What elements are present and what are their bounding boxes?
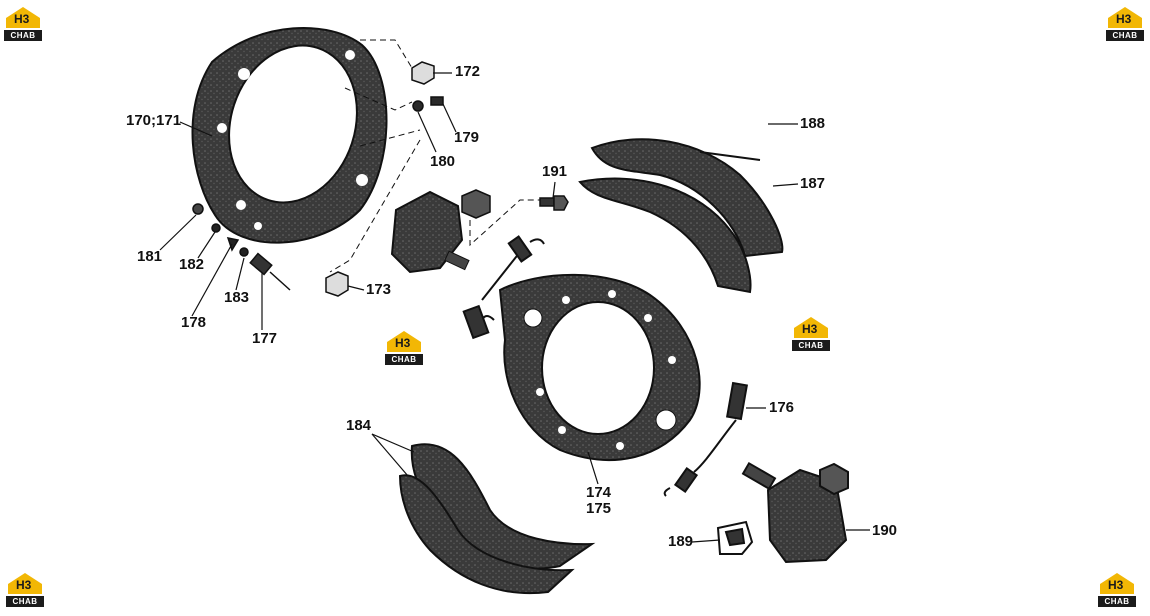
watermark-logo-mid-left: H3 CHAB [385,330,423,366]
watermark-logo-mid-right: H3 CHAB [792,316,830,352]
callout-172: 172 [455,63,481,80]
watermark-caption: CHAB [1098,596,1136,607]
callout-178: 178 [181,314,207,331]
callout-173: 173 [366,281,392,298]
watermark-mark: H3 [395,336,411,350]
watermark-mark: H3 [16,578,32,592]
watermark-logo-top-right: H3 CHAB [1106,6,1144,42]
watermark-logo-bottom-right: H3 CHAB [1098,572,1136,608]
watermark-caption: CHAB [1106,30,1144,41]
callout-170-171: 170;171 [126,112,182,129]
callout-187: 187 [800,175,826,192]
spring-176 [663,381,749,497]
upper-spring [462,235,545,340]
watermark-mark: H3 [1108,578,1124,592]
small-parts [192,203,291,291]
callout-176: 176 [769,399,795,416]
callout-191: 191 [542,163,568,180]
callout-183: 183 [224,289,250,306]
callout-181: 181 [137,248,163,265]
callout-174: 174 [586,484,612,501]
clip-189 [716,520,754,555]
house-icon [1108,7,1142,28]
callout-182: 182 [179,256,205,273]
watermark-mark: H3 [14,12,30,26]
watermark-mark: H3 [802,322,818,336]
hardware-cluster [325,61,444,297]
wheel-cylinder-right [741,461,849,564]
watermark-caption: CHAB [792,340,830,351]
brake-shoe-lower [398,443,596,595]
wheel-cylinder-left [390,189,491,274]
leader-lines [159,72,870,543]
callout-179: 179 [454,129,480,146]
watermark-caption: CHAB [385,354,423,365]
callout-188: 188 [800,115,826,132]
callout-177: 177 [252,330,278,347]
callout-189: 189 [668,533,694,550]
bolt-191 [539,195,569,211]
house-icon [6,7,40,28]
house-icon [1100,573,1134,594]
house-icon [387,331,421,352]
watermark-caption: CHAB [6,596,44,607]
brake-shoe-upper [578,138,784,294]
watermark-logo-top-left: H3 CHAB [4,6,42,42]
watermark-caption: CHAB [4,30,42,41]
watermark-mark: H3 [1116,12,1132,26]
callout-190: 190 [872,522,898,539]
house-icon [794,317,828,338]
watermark-logo-bottom-left: H3 CHAB [6,572,44,608]
callout-184: 184 [346,417,372,434]
callout-175: 175 [586,500,612,517]
anchor-plate [498,273,701,461]
backing-plate [191,26,388,244]
house-icon [8,573,42,594]
callout-180: 180 [430,153,456,170]
